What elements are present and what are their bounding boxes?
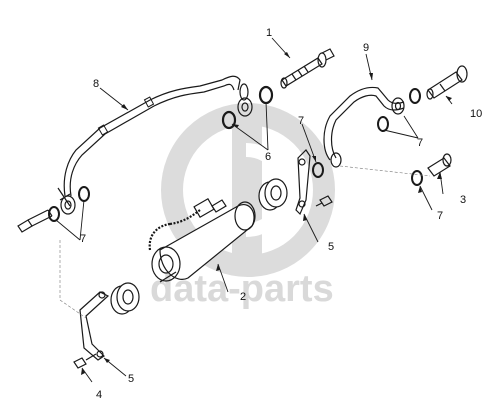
banjo-fitting-left — [60, 195, 76, 215]
rubber-insulator-upper — [258, 178, 288, 211]
sealing-washer-mid-1 — [312, 162, 324, 178]
callout-4: 4 — [96, 389, 102, 401]
rubber-insulator-lower — [110, 282, 140, 315]
sealing-washer-right-1 — [409, 88, 421, 104]
fitting-10 — [426, 65, 468, 100]
arrowheads — [81, 52, 452, 375]
sealing-washer-top-1 — [221, 110, 237, 130]
fuel-line-left — [57, 75, 249, 207]
fuel-line-right — [323, 86, 405, 168]
banjo-fitting-top — [237, 97, 253, 117]
fitting-1 — [280, 48, 335, 89]
electric-fuel-pump — [148, 197, 256, 283]
callout-5-upper: 5 — [328, 241, 334, 253]
banjo-fitting-right — [391, 97, 405, 115]
callout-9: 9 — [363, 42, 369, 54]
callout-6: 6 — [265, 151, 271, 163]
bolt-4 — [73, 353, 97, 369]
alignment-lines — [59, 165, 431, 319]
bolt-small-upper — [315, 195, 333, 207]
sealing-washer-right-2 — [377, 116, 389, 132]
sealing-washer-top-2 — [258, 85, 274, 105]
callout-3: 3 — [460, 194, 466, 206]
fitting-3 — [427, 153, 452, 177]
leader-lines — [55, 37, 453, 383]
sealing-washer-left-1 — [48, 206, 60, 222]
callout-7-left: 7 — [80, 233, 86, 245]
callout-10: 10 — [470, 108, 482, 120]
callout-8: 8 — [93, 78, 99, 90]
callout-7-center: 7 — [298, 115, 304, 127]
bracket-lower — [79, 291, 110, 361]
callout-5-lower: 5 — [128, 373, 134, 385]
bracket-upper — [295, 149, 311, 216]
callout-7-right-lower: 7 — [437, 210, 443, 222]
banjo-bolt-left — [17, 209, 53, 233]
callout-2: 2 — [240, 291, 246, 303]
callout-1: 1 — [266, 27, 272, 39]
sealing-washer-right-3 — [411, 170, 423, 186]
callout-7-right-upper: 7 — [417, 137, 423, 149]
sealing-washer-left-2 — [78, 186, 90, 202]
